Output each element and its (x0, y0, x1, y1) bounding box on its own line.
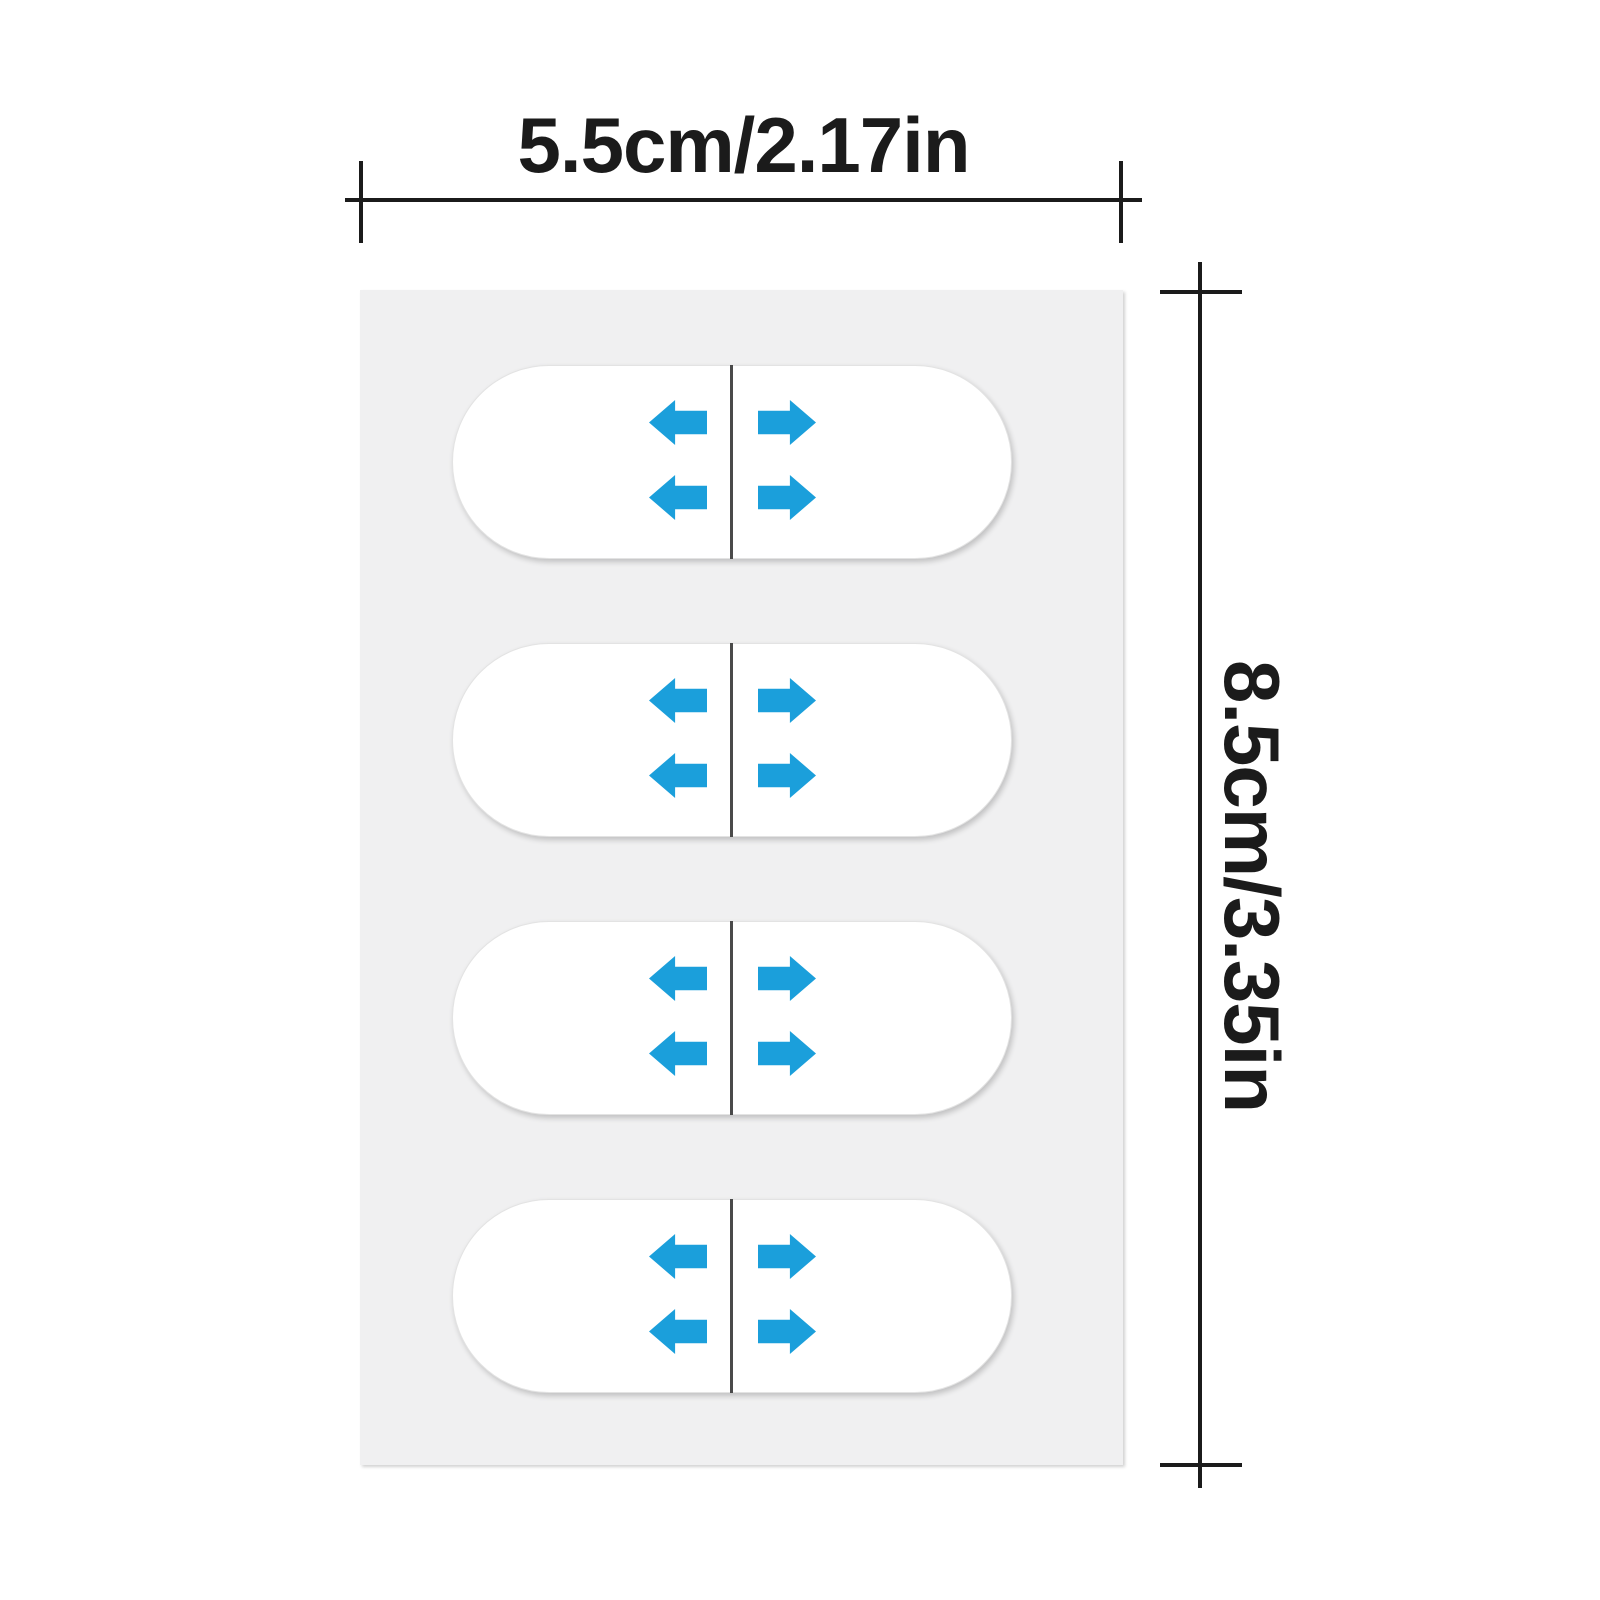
arrow-left-icon (649, 1234, 707, 1279)
sticker-pill (452, 1199, 1012, 1393)
width-dimension-line (345, 198, 1142, 202)
sticker-pill (452, 365, 1012, 559)
arrow-right-icon (758, 753, 816, 798)
arrow-right-icon (758, 678, 816, 723)
sticker-pill (452, 643, 1012, 837)
width-dimension-tick-right (1119, 161, 1123, 243)
height-dimension-line (1198, 262, 1202, 1488)
arrow-right-icon (758, 475, 816, 520)
width-dimension-label: 5.5cm/2.17in (517, 101, 971, 189)
divider-line-icon (730, 643, 733, 837)
arrow-left-icon (649, 475, 707, 520)
arrow-left-icon (649, 753, 707, 798)
arrow-left-icon (649, 956, 707, 1001)
arrow-right-icon (758, 1234, 816, 1279)
divider-line-icon (730, 1199, 733, 1393)
height-dimension-tick-bottom (1160, 1463, 1242, 1467)
arrow-right-icon (758, 400, 816, 445)
height-dimension-label: 8.5cm/3.35in (1208, 660, 1296, 1112)
width-dimension-tick-left (359, 161, 363, 243)
sticker-sheet (360, 290, 1123, 1465)
height-dimension-tick-top (1160, 290, 1242, 294)
arrow-left-icon (649, 678, 707, 723)
sticker-pill (452, 921, 1012, 1115)
arrow-left-icon (649, 1031, 707, 1076)
arrow-right-icon (758, 956, 816, 1001)
divider-line-icon (730, 365, 733, 559)
divider-line-icon (730, 921, 733, 1115)
arrow-right-icon (758, 1309, 816, 1354)
arrow-right-icon (758, 1031, 816, 1076)
arrow-left-icon (649, 1309, 707, 1354)
arrow-left-icon (649, 400, 707, 445)
